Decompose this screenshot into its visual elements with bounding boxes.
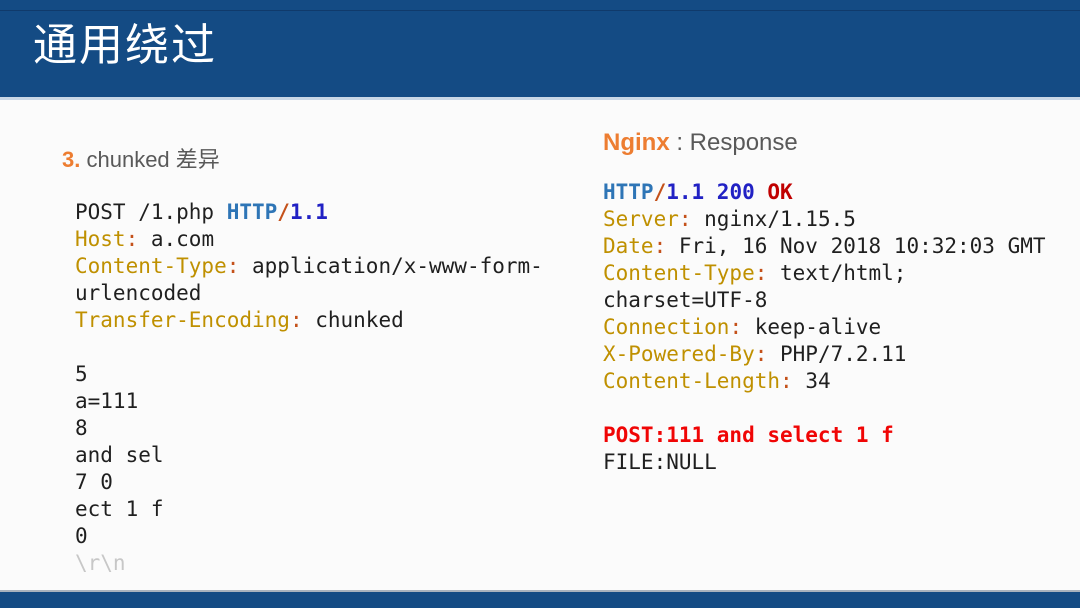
code-segment: : xyxy=(125,227,139,251)
nginx-label: Nginx xyxy=(603,129,670,156)
code-segment: keep-alive xyxy=(742,315,882,339)
code-segment: and sel xyxy=(75,443,164,467)
code-segment: \r\n xyxy=(75,551,126,575)
code-segment: Host xyxy=(75,227,126,251)
code-segment: / xyxy=(653,180,667,204)
code-segment: 1.1 200 xyxy=(666,180,768,204)
section-label: chunked 差异 xyxy=(86,147,220,172)
code-segment: 7 0 xyxy=(75,470,113,494)
code-segment: a=111 xyxy=(75,389,139,413)
code-line: HTTP/1.1 200 OK xyxy=(603,179,1046,206)
footer-bar xyxy=(0,590,1080,608)
section-heading-nginx-response: Nginx : Response xyxy=(603,129,798,157)
code-line: POST:111 and select 1 f xyxy=(603,422,1046,449)
code-segment: HTTP xyxy=(603,180,654,204)
code-line xyxy=(75,334,543,361)
code-segment: FILE:NULL xyxy=(603,450,717,474)
code-segment: : xyxy=(653,234,667,258)
code-segment: Content-Type xyxy=(75,254,227,278)
code-segment: a.com xyxy=(138,227,215,251)
response-label: : Response xyxy=(669,129,798,156)
code-segment: nginx/1.15.5 xyxy=(691,207,856,231)
code-line: X-Powered-By: PHP/7.2.11 xyxy=(603,341,1046,368)
code-line: Host: a.com xyxy=(75,226,543,253)
code-segment: 0 xyxy=(75,524,88,548)
code-segment: urlencoded xyxy=(75,281,202,305)
code-segment: Content-Length xyxy=(603,369,781,393)
code-line: 5 xyxy=(75,361,543,388)
code-line: charset=UTF-8 xyxy=(603,287,1046,314)
code-line xyxy=(603,395,1046,422)
code-segment: Content-Type xyxy=(603,261,755,285)
code-line: POST /1.php HTTP/1.1 xyxy=(75,199,543,226)
code-segment: : xyxy=(729,315,743,339)
code-segment: : xyxy=(754,261,768,285)
code-segment: 34 xyxy=(792,369,831,393)
code-segment: : xyxy=(678,207,692,231)
code-line: 7 0 xyxy=(75,469,543,496)
code-line: Connection: keep-alive xyxy=(603,314,1046,341)
section-heading-chunked: 3. chunked 差异 xyxy=(62,142,220,174)
code-line: Content-Type: text/html; xyxy=(603,260,1046,287)
code-segment: ect 1 f xyxy=(75,497,164,521)
code-segment: / xyxy=(277,200,290,224)
code-line: ect 1 f xyxy=(75,496,543,523)
code-line: Date: Fri, 16 Nov 2018 10:32:03 GMT xyxy=(603,233,1046,260)
code-line: Content-Length: 34 xyxy=(603,368,1046,395)
titlebar-hairline xyxy=(0,10,1080,11)
code-line: and sel xyxy=(75,442,543,469)
page-title: 通用绕过 xyxy=(33,21,217,70)
code-segment: Server xyxy=(603,207,679,231)
code-segment: Connection xyxy=(603,315,730,339)
code-segment: Transfer-Encoding xyxy=(75,308,290,332)
code-segment: : xyxy=(780,369,793,393)
code-line: urlencoded xyxy=(75,280,543,307)
code-segment: charset=UTF-8 xyxy=(603,288,768,312)
code-line: Server: nginx/1.15.5 xyxy=(603,206,1046,233)
code-line: Content-Type: application/x-www-form- xyxy=(75,253,543,280)
code-line: 8 xyxy=(75,415,543,442)
code-segment: : xyxy=(754,342,768,366)
code-segment: HTTP xyxy=(226,200,278,224)
code-segment: Fri, 16 Nov 2018 10:32:03 GMT xyxy=(666,234,1046,258)
code-segment: X-Powered-By xyxy=(603,342,755,366)
code-segment: POST:111 and select 1 f xyxy=(603,423,894,447)
section-number: 3. xyxy=(62,147,81,172)
code-segment: 5 xyxy=(75,362,88,386)
code-line: \r\n xyxy=(75,550,543,577)
code-segment: PHP/7.2.11 xyxy=(767,342,907,366)
code-segment: 1.1 xyxy=(289,200,328,224)
code-segment: chunked xyxy=(302,308,404,332)
code-segment: OK xyxy=(767,180,793,204)
code-line: a=111 xyxy=(75,388,543,415)
code-segment: text/html; xyxy=(767,261,907,285)
code-line: FILE:NULL xyxy=(603,449,1046,476)
code-line: 0 xyxy=(75,523,543,550)
code-line: Transfer-Encoding: chunked xyxy=(75,307,543,334)
code-segment: POST /1.php xyxy=(75,200,227,224)
code-segment: application/x-www-form- xyxy=(239,254,543,278)
code-segment: 8 xyxy=(75,416,88,440)
title-bar: 通用绕过 xyxy=(0,0,1080,100)
code-segment: : xyxy=(289,308,303,332)
code-segment: Date xyxy=(603,234,654,258)
code-segment: : xyxy=(226,254,240,278)
